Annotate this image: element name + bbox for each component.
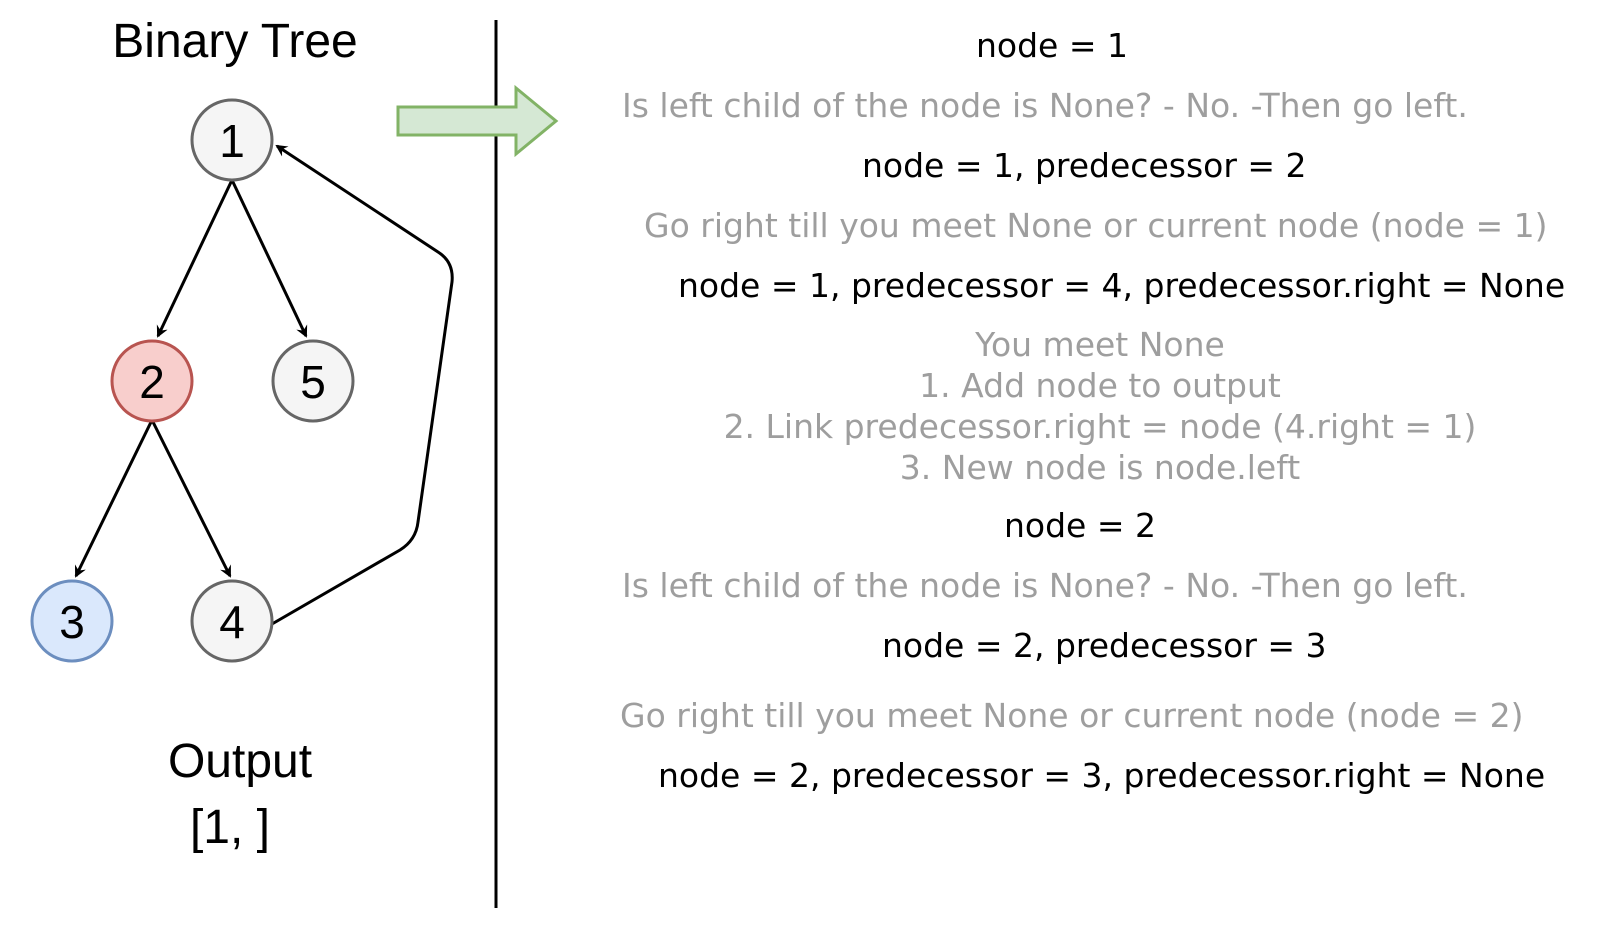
tree-node-1: 1 [190,98,274,182]
node-circle [190,98,274,182]
step-state-5: node = 1, predecessor = 4, predecessor.r… [678,266,1566,305]
step-rule-2: Is left child of the node is None? - No.… [622,86,1468,125]
node-label: 3 [59,596,85,648]
tree-node-5: 5 [271,339,355,423]
tree-node-3: 3 [30,579,114,663]
step-rule-6-line-4: 3. New node is node.left [899,448,1301,487]
step-rule-8: Is left child of the node is None? - No.… [622,566,1468,605]
edge-2-3 [74,419,154,578]
step-rule-6-line-1: You meet None [975,325,1225,364]
tree-node-4: 4 [190,579,274,663]
step-state-9: node = 2, predecessor = 3 [882,626,1327,665]
node-label: 1 [219,115,245,167]
step-state-7: node = 2 [1004,506,1156,545]
step-state-11: node = 2, predecessor = 3, predecessor.r… [658,756,1546,795]
step-rule-6-line-2: 1. Add node to output [919,366,1281,405]
step-rule-6-line-3: 2. Link predecessor.right = node (4.righ… [723,407,1477,446]
output-label: Output [167,735,313,788]
step-rule-6-block: You meet None 1. Add node to output 2. L… [640,324,1560,488]
node-circle [190,579,274,663]
tree-node-2: 2 [110,339,194,423]
output-value: [1, ] [189,801,271,854]
step-state-3: node = 1, predecessor = 2 [862,146,1307,185]
step-state-1: node = 1 [976,26,1128,65]
node-circle [271,339,355,423]
node-label: 5 [300,356,326,408]
node-circle [30,579,114,663]
step-rule-4: Go right till you meet None or current n… [644,206,1548,245]
tree-title: Binary Tree [112,15,358,68]
node-circle [110,339,194,423]
node-label: 4 [219,596,245,648]
edge-1-5 [230,179,308,338]
edge-2-4 [150,419,232,578]
step-rule-10: Go right till you meet None or current n… [620,696,1524,735]
edge-1-2 [156,179,234,338]
node-label: 2 [139,356,165,408]
right-arrow-icon [396,84,559,158]
thread-link-4-to-1 [271,144,454,626]
